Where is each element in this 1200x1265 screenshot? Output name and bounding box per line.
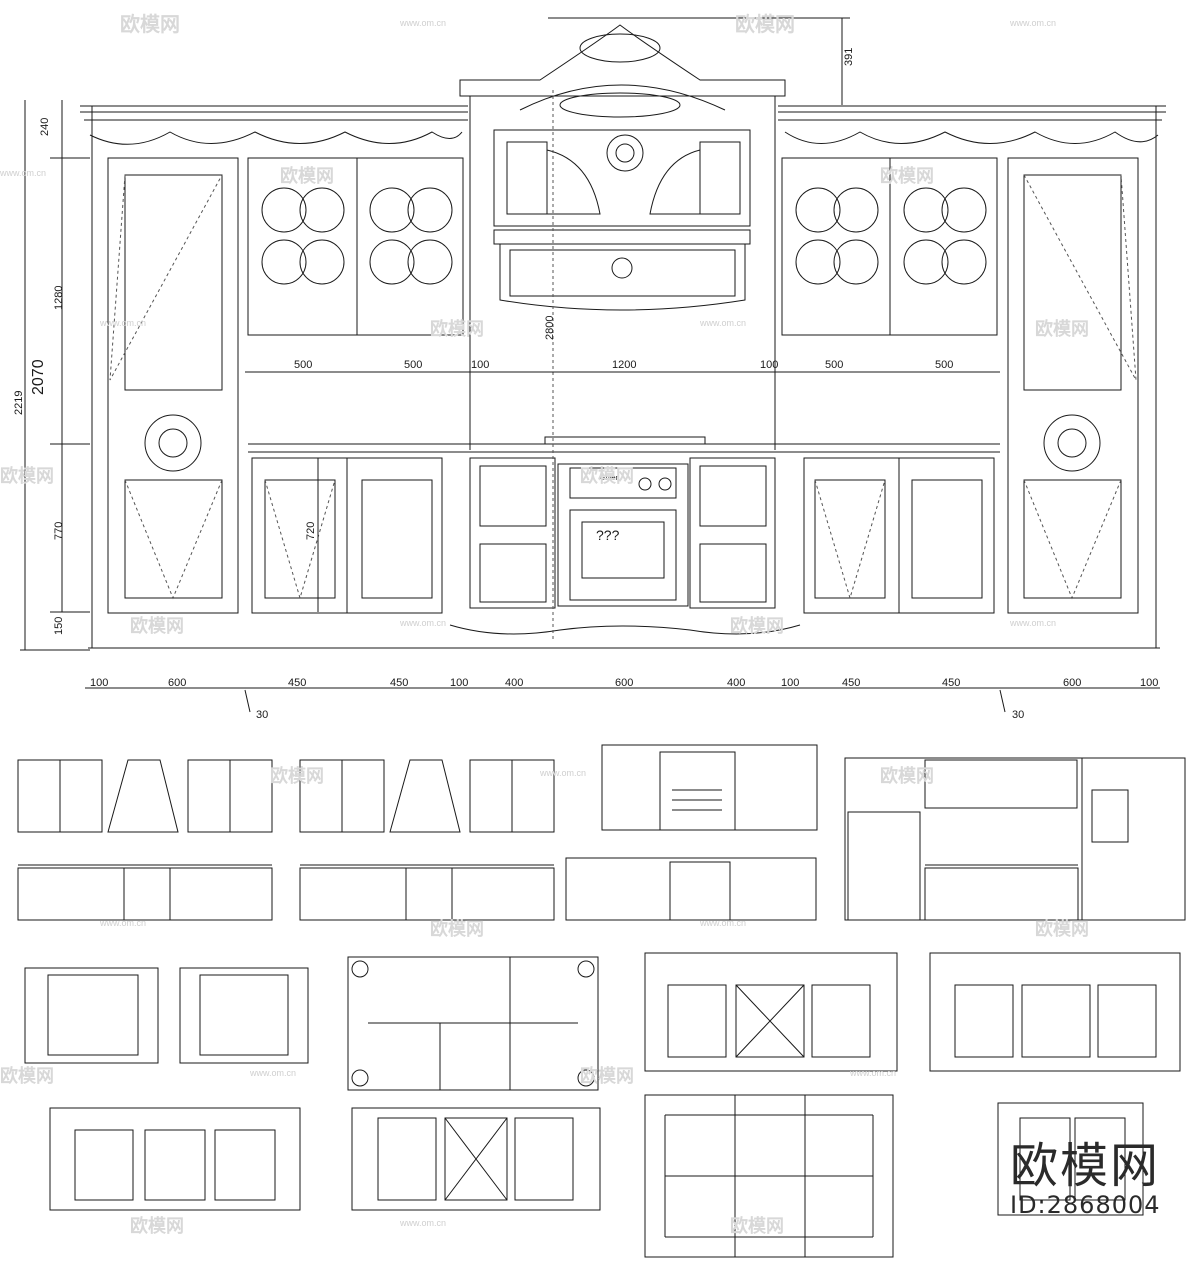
thumb-elevation-4 [844,757,1186,921]
dim-upper-100-b: 100 [760,359,778,371]
dim-bottom-600-a: 600 [168,677,186,689]
dim-bottom-450-c: 450 [842,677,860,689]
dim-770: 770 [53,522,65,540]
dim-bottom-600-b: 600 [615,677,633,689]
dim-upper-500-a: 500 [294,359,312,371]
thumb-elevation-2 [299,759,555,921]
dim-bottom-100-a: 100 [90,677,108,689]
dimension-lines [20,17,1160,713]
dim-offset-30-a: 30 [256,709,268,721]
main-elevation [80,24,1166,649]
brand-watermark: 欧模网 ID:2868004 [1010,1140,1161,1218]
dim-2800: 2800 [544,316,556,340]
dim-upper-1200: 1200 [612,359,636,371]
brand-logo-text: 欧模网 [1010,1138,1161,1194]
dim-2219: 2219 [13,391,25,415]
dim-bottom-450-b: 450 [390,677,408,689]
dim-391: 391 [843,48,855,66]
island-elevations [24,952,1181,1258]
dim-240: 240 [39,118,51,136]
dim-upper-100-a: 100 [471,359,489,371]
dim-bottom-100-d: 100 [1140,677,1158,689]
dim-2070: 2070 [30,359,47,395]
dim-bottom-100-b: 100 [450,677,468,689]
dim-upper-500-d: 500 [935,359,953,371]
thumb-elevation-3 [565,744,818,921]
dim-bottom-400-a: 400 [505,677,523,689]
dim-upper-500-b: 500 [404,359,422,371]
dim-1280: 1280 [53,286,65,310]
dim-150: 150 [53,617,65,635]
dim-upper-500-c: 500 [825,359,843,371]
dim-720: 720 [305,522,317,540]
dim-bottom-450-a: 450 [288,677,306,689]
glass-lattice-right [795,187,987,285]
dim-bottom-600-c: 600 [1063,677,1081,689]
thumb-elevation-1 [17,759,273,921]
door-swing-lines [109,174,1137,600]
dim-offset-30-b: 30 [1012,709,1024,721]
dim-bottom-400-b: 400 [727,677,745,689]
dim-bottom-100-c: 100 [781,677,799,689]
brand-id-text: ID:2868004 [1010,1191,1161,1219]
glass-lattice-left [261,187,453,285]
stove-brand: Green [600,475,620,482]
oven-label: ??? [596,527,620,543]
dim-bottom-450-d: 450 [942,677,960,689]
